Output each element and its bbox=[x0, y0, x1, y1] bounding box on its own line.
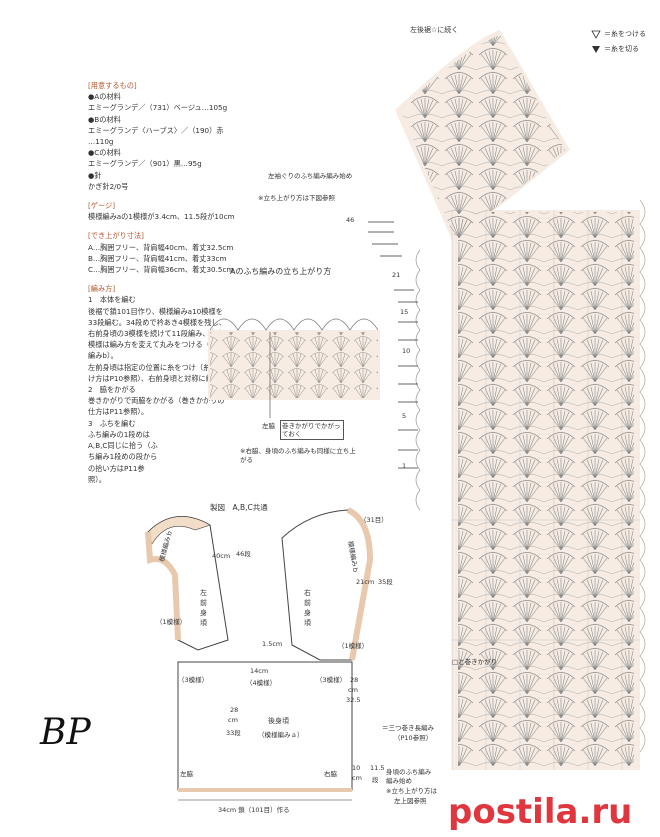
dim-28-right: 28 bbox=[350, 676, 359, 684]
gauge: 模様編みaの1模様が3.4cm、11.5段が10cm bbox=[88, 212, 235, 222]
back-body-label: 後身頃 bbox=[268, 717, 289, 725]
materials-heading: [用意するもの] bbox=[88, 81, 137, 90]
step3-title: 3 ふちを編む bbox=[88, 418, 136, 428]
chart-edging-right bbox=[639, 199, 646, 753]
dim-10-cm: cm bbox=[352, 774, 362, 782]
body-start-label-3: ※立ち上がり方は bbox=[386, 787, 437, 795]
back-pattern-label: （模様編みａ） bbox=[258, 731, 304, 739]
legend-cut-icon bbox=[592, 46, 600, 53]
row-1-label: 1 bbox=[402, 462, 407, 470]
chart-gridlines bbox=[451, 210, 640, 770]
rows-35: 35段 bbox=[378, 578, 393, 586]
body-start-label: 身頃のふち編み bbox=[386, 768, 432, 776]
right-side-label: 右脇 bbox=[324, 770, 337, 778]
dim-11-5: 11.5 bbox=[370, 764, 385, 772]
left-start-note: 左袖ぐりのふち編み編み始め bbox=[268, 172, 353, 180]
step2-text: 巻きかがりで両脇をかがる（巻きかがりの仕方はP11参照）。 bbox=[88, 396, 225, 417]
material-a-head: ●Aの材料 bbox=[88, 92, 121, 102]
legend-attach-label: ＝糸をつける bbox=[604, 30, 646, 38]
step1-text2: 左前身頃は指定の位置に糸をつけ（糸のつけ方はP10参照）、右前身頃と対称に編む。 bbox=[88, 362, 228, 383]
one-motif-right: （1模様） bbox=[338, 642, 369, 650]
left-strap-edge bbox=[145, 531, 181, 641]
edge-note: ※右脇、身頃のふち編みも同様に立ち上がる bbox=[240, 447, 356, 464]
step1-title: 1 本体を編む bbox=[88, 295, 136, 305]
step2-title: 2 脇をかがる bbox=[88, 385, 136, 395]
dim-28: 28 bbox=[230, 706, 239, 714]
triple-label: ＝三つ巻き長編み bbox=[382, 724, 434, 732]
dim-28-right-cm: cm bbox=[348, 686, 358, 694]
material-a: エミーグランデ／（731）ベージュ…105g bbox=[88, 103, 228, 113]
chart-strap-stitches bbox=[400, 35, 565, 238]
row-46-label: 46 bbox=[346, 216, 355, 224]
row-15-label: 15 bbox=[400, 308, 409, 316]
body-start-label-2: 編み始め bbox=[386, 777, 412, 785]
motif-4: （4模様） bbox=[246, 679, 277, 687]
material-c: エミーグランデ／（901）黒…95g bbox=[88, 159, 202, 169]
material-b: エミーグランデ〈ハーブス〉／（190）赤 bbox=[88, 125, 224, 135]
right-strap-edge bbox=[346, 507, 374, 661]
step3-text: ふち編みの1段めはA,B,C同じに拾う（ふち編み1段めの段からの拾い方はP11参… bbox=[88, 429, 158, 484]
row-31-label: （31目） bbox=[360, 516, 388, 524]
rows-33: 33段 bbox=[226, 729, 241, 737]
size-a: A…胸囲フリー、背肩幅40cm、着丈32.5cm bbox=[88, 242, 234, 252]
instructions-column: [用意するもの] ●Aの材料 エミーグランデ／（731）ベージュ…105g ●B… bbox=[88, 80, 235, 485]
row-10-label: 10 bbox=[402, 347, 411, 355]
material-c-head: ●Cの材料 bbox=[88, 148, 121, 158]
size-b: B…胸囲フリー、背肩幅41cm、着丈33cm bbox=[88, 253, 227, 263]
chart-edging-left bbox=[415, 249, 421, 511]
one-motif-left: （1模様） bbox=[156, 618, 187, 626]
motif-3-left: （3模様） bbox=[178, 676, 209, 684]
dim-14cm: 14cm bbox=[250, 667, 269, 675]
schematic-title: 製図 A,B,C共通 bbox=[210, 503, 268, 512]
watermark-text: postila.ru bbox=[448, 792, 633, 832]
edge-overcast-note: 巻きかがりでかがっておく bbox=[280, 420, 344, 440]
body-width-label: 34cm 鎖（101目）作る bbox=[218, 806, 290, 814]
edge-diagram-title: Aのふち編みの立ち上がり方 bbox=[230, 267, 332, 276]
legend-attach-icon bbox=[591, 30, 601, 39]
legend-cut-label: ＝糸を切る bbox=[604, 45, 639, 53]
top-note: 左後裾☆に続く bbox=[410, 26, 459, 34]
chart-body-stitches bbox=[458, 212, 634, 768]
dim-1-5cm: 1.5cm bbox=[262, 640, 283, 648]
row-5-label: 5 bbox=[402, 412, 407, 420]
edge-diagram-stitches bbox=[210, 332, 378, 398]
edge-side-label: 左脇 bbox=[262, 422, 275, 430]
size-c: C…胸囲フリー、背肩幅36cm、着丈30.5cm bbox=[88, 265, 234, 275]
needle-head: ●針 bbox=[88, 170, 102, 180]
rows-46: 46段 bbox=[236, 550, 251, 558]
triple-ref: （P10参照） bbox=[394, 734, 433, 742]
edge-diagram-scallops bbox=[209, 318, 379, 331]
left-side-label: 左脇 bbox=[180, 770, 193, 778]
step1-text: 後裾で鎖101目作り、模様編みa10模様を33段編む。34段めで衿あき4模様を残… bbox=[88, 306, 229, 361]
gauge-heading: [ゲージ] bbox=[88, 201, 116, 211]
method-heading: [編み方] bbox=[88, 284, 116, 294]
right-front-label: 右前身頃 bbox=[304, 589, 311, 627]
left-front-label: 左前身頃 bbox=[200, 589, 207, 627]
dim-32-5: 32.5 bbox=[346, 696, 361, 704]
dim-10: 10 bbox=[352, 764, 361, 772]
dim-11-5-rows: 段 bbox=[372, 776, 379, 784]
overcast-mark-label: □と巻きかがり bbox=[452, 658, 498, 666]
row-21-label: 21 bbox=[392, 271, 401, 279]
left-strap-shape bbox=[147, 516, 229, 651]
signature: BP bbox=[40, 712, 91, 753]
size-heading: [でき上がり寸法] bbox=[88, 231, 144, 241]
dim-21cm: 21cm bbox=[356, 578, 375, 586]
left-start-ref: ※立ち上がり方は下図参照 bbox=[258, 194, 335, 202]
dim-28-cm: cm bbox=[228, 716, 238, 724]
body-start-label-4: 左上図参照 bbox=[394, 797, 427, 805]
material-b2: …110g bbox=[88, 137, 114, 147]
material-b-head: ●Bの材料 bbox=[88, 114, 121, 124]
needle: かぎ針2/0号 bbox=[88, 181, 129, 191]
motif-3-right: （3模様） bbox=[316, 676, 347, 684]
row-arrows bbox=[368, 221, 418, 469]
watermark-bar bbox=[428, 778, 660, 837]
left-strap-band bbox=[147, 516, 211, 545]
dim-40cm: 40cm bbox=[212, 552, 231, 560]
